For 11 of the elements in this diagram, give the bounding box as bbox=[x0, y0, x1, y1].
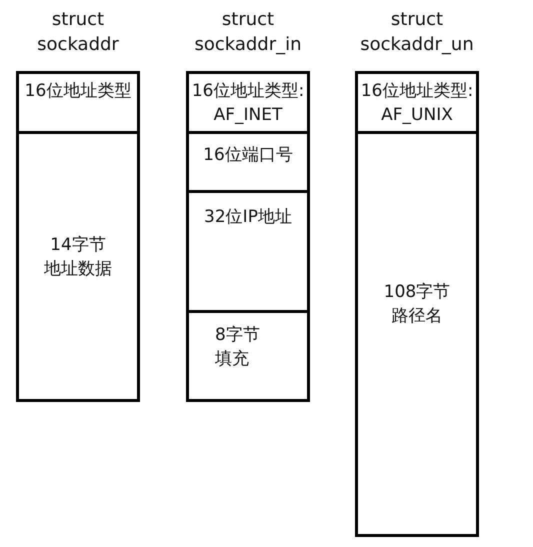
segment-label: 32位IP地址 bbox=[204, 206, 292, 229]
segment-label: 16位端口号 bbox=[203, 144, 293, 167]
segment-label: 16位地址类型: AF_INET bbox=[190, 80, 306, 127]
segment-label: 16位地址类型: AF_UNIX bbox=[360, 80, 474, 127]
segment-label: 108字节路径名 bbox=[382, 281, 452, 328]
struct-name: struct sockaddr_un bbox=[359, 8, 475, 57]
segment-label: 8字节填充 bbox=[215, 324, 261, 371]
segment-label: 16位地址类型 bbox=[24, 80, 132, 103]
segment-label: 14字节地址数据 bbox=[43, 234, 113, 281]
struct-name: struct sockaddr bbox=[36, 8, 120, 57]
struct-name: struct sockaddr_in bbox=[193, 8, 303, 57]
